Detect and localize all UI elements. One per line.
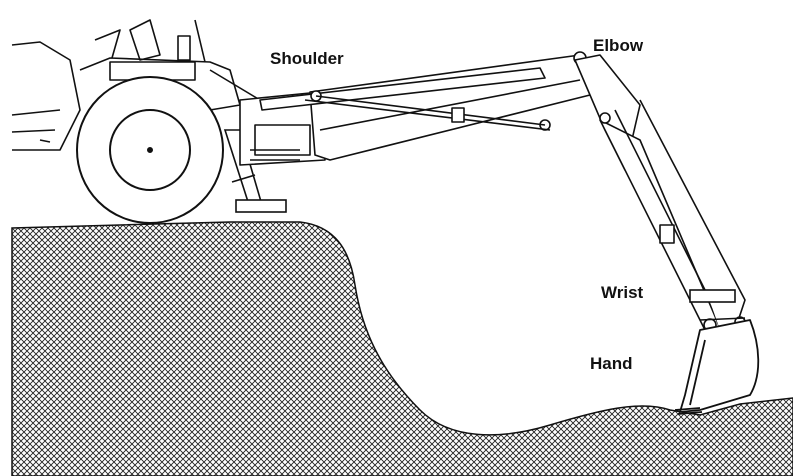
boom-arm	[259, 54, 601, 161]
shoulder-label: Shoulder	[270, 49, 344, 68]
rear-wheel	[76, 76, 224, 224]
hand-label: Hand	[590, 354, 633, 373]
bucket	[674, 319, 760, 415]
stabilizer-leg	[223, 129, 287, 213]
wrist-label: Wrist	[601, 283, 644, 302]
dipper-stick	[574, 54, 746, 331]
elbow-label: Elbow	[593, 36, 644, 55]
ground	[11, 221, 793, 476]
